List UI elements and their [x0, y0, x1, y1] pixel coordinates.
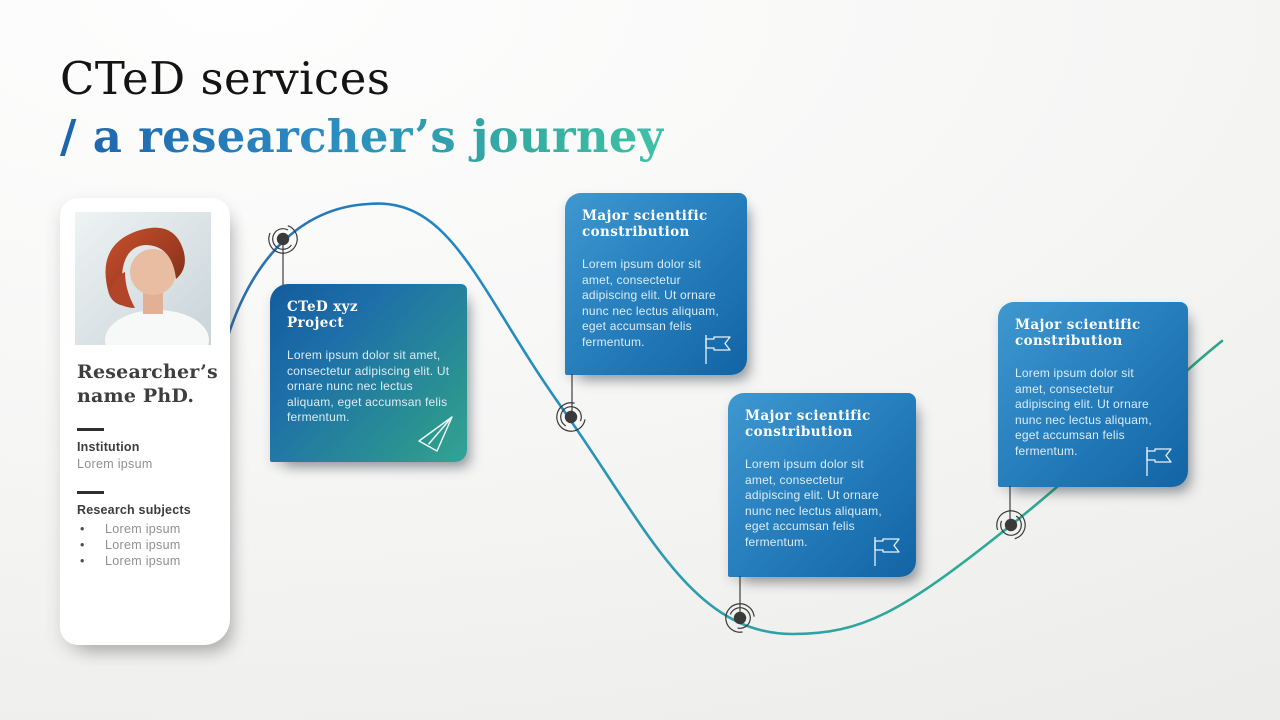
slide-title-line1: CTeD services: [60, 52, 391, 105]
institution-label: Institution: [77, 440, 140, 454]
slide-title-line2: / a researcher’s journey: [60, 110, 665, 163]
institution-value: Lorem ipsum: [77, 457, 153, 471]
list-item: Lorem ipsum: [60, 537, 230, 553]
milestone-marker-icon: [268, 224, 298, 254]
researcher-name: Researcher’s name PhD.: [77, 361, 218, 407]
researcher-photo: [75, 212, 211, 345]
research-subjects-list: Lorem ipsum Lorem ipsum Lorem ipsum: [60, 521, 230, 569]
researcher-profile-card: Researcher’s name PhD. Institution Lorem…: [60, 198, 230, 645]
flag-icon: [1146, 447, 1172, 476]
flag-icon: [874, 537, 900, 566]
flag-icon: [705, 335, 731, 364]
paper-plane-icon: [418, 416, 453, 452]
milestone-marker-icon: [725, 603, 755, 633]
research-subjects-label: Research subjects: [77, 503, 191, 517]
divider: [77, 428, 104, 431]
list-item: Lorem ipsum: [60, 521, 230, 537]
milestone-marker-icon: [996, 510, 1026, 540]
milestone-marker-icon: [556, 402, 586, 432]
list-item: Lorem ipsum: [60, 553, 230, 569]
divider: [77, 491, 104, 494]
slide-title: CTeD services / a researcher’s journey: [60, 52, 664, 164]
